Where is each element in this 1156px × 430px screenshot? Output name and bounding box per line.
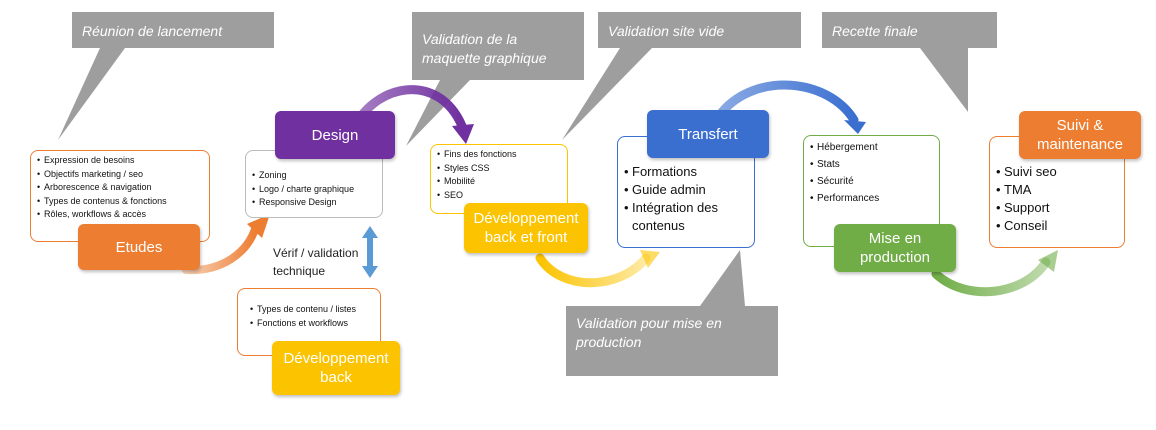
- phase-developpement-back: Développement back: [272, 341, 400, 395]
- list-item: Logo / charte graphique: [252, 183, 376, 197]
- list-item: Hébergement: [810, 141, 933, 155]
- callout-validation-maquette: Validation de la maquette graphique: [422, 31, 547, 66]
- arrow-front-to-transfert: [535, 253, 651, 288]
- arrow-production-to-suivi: [931, 257, 1051, 297]
- design-details: Zoning Logo / charte graphique Responsiv…: [245, 150, 383, 218]
- list-item: Zoning: [252, 169, 376, 183]
- phase-mise-en-production: Mise en production: [834, 224, 956, 272]
- dev-front-details: Fins des fonctions Styles CSS Mobilité S…: [430, 144, 568, 214]
- phase-developpement-back-et-front: Développement back et front: [464, 203, 588, 253]
- verif-validation-label: Vérif / validation technique: [273, 246, 359, 278]
- list-item: Objectifs marketing / seo: [37, 168, 203, 182]
- arrow-transfert-to-production: [717, 80, 859, 125]
- list-item: Rôles, workflows & accès: [37, 208, 203, 222]
- list-item: Expression de besoins: [37, 154, 203, 168]
- list-item: Performances: [810, 192, 933, 206]
- callout-reunion-lancement: Réunion de lancement: [82, 23, 223, 39]
- list-item: Mobilité: [437, 175, 561, 189]
- list-item: Intégration des contenus: [624, 199, 748, 235]
- double-arrow-head-down: [362, 266, 378, 278]
- arrow-head-blue: [844, 120, 866, 134]
- callout-shape-mise-en-production: [566, 250, 778, 376]
- callout-shape-site-vide: [562, 12, 801, 140]
- list-item: Formations: [624, 163, 748, 181]
- list-item: Stats: [810, 158, 933, 172]
- list-item: Fins des fonctions: [437, 148, 561, 162]
- arrow-head-green: [1038, 250, 1058, 272]
- arrow-head-yellow: [640, 250, 660, 268]
- list-item: Types de contenu / listes: [250, 303, 374, 317]
- callout-shape-reunion: [58, 12, 274, 140]
- list-item: Responsive Design: [252, 196, 376, 210]
- arrow-head-orange: [247, 214, 270, 238]
- list-item: Conseil: [996, 217, 1118, 235]
- phase-transfert: Transfert: [647, 110, 769, 158]
- list-item: Support: [996, 199, 1118, 217]
- callout-validation-site-vide: Validation site vide: [608, 23, 725, 39]
- list-item: Guide admin: [624, 181, 748, 199]
- list-item: Styles CSS: [437, 162, 561, 176]
- list-item: Arborescence & navigation: [37, 181, 203, 195]
- phase-design: Design: [275, 111, 395, 159]
- callout-validation-mise-en-production: Validation pour mise en production: [576, 315, 722, 350]
- double-arrow-head-up: [362, 226, 378, 238]
- callout-shape-recette: [822, 12, 997, 112]
- callout-recette-finale: Recette finale: [832, 23, 918, 39]
- list-item: Sécurité: [810, 175, 933, 189]
- list-item: SEO: [437, 189, 561, 203]
- arrow-head-purple: [452, 124, 474, 144]
- callout-shape-maquette: [406, 12, 584, 146]
- arrow-etudes-to-design: [182, 222, 260, 275]
- list-item: Suivi seo: [996, 163, 1118, 181]
- list-item: TMA: [996, 181, 1118, 199]
- phase-etudes: Etudes: [78, 224, 200, 270]
- list-item: Types de contenus & fonctions: [37, 195, 203, 209]
- list-item: Fonctions et workflows: [250, 317, 374, 331]
- phase-suivi-maintenance: Suivi & maintenance: [1019, 111, 1141, 159]
